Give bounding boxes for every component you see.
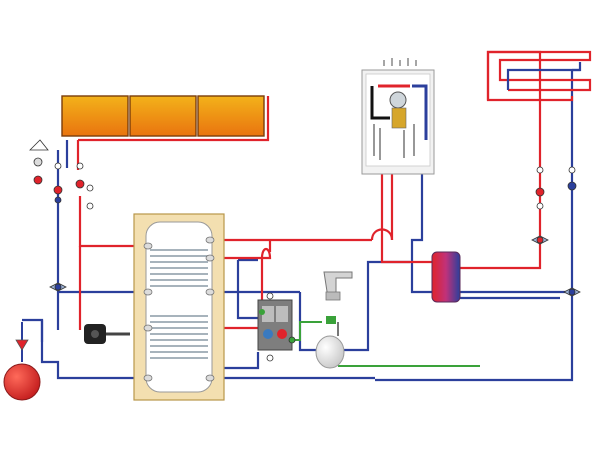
water-heater-icon — [431, 251, 461, 303]
solar-collector-icon — [197, 95, 265, 137]
pump-station-valves — [266, 292, 296, 362]
probe-icon — [84, 324, 130, 344]
expansion-vessel-icon — [3, 322, 41, 401]
drinking-water-pipes — [292, 321, 480, 367]
storage-tank-icon — [133, 213, 225, 401]
floor-heating-loop-icon — [486, 50, 592, 100]
mixing-valve-icon — [49, 282, 67, 292]
lower-heat-coil — [150, 315, 208, 359]
solar-control-group — [29, 139, 94, 210]
pump-station-icon — [257, 299, 293, 351]
expansion-vessel-icon — [315, 316, 345, 369]
mixing-valve-icon — [563, 287, 581, 297]
tank-ports — [143, 236, 215, 382]
solar-collector-icon — [61, 95, 129, 137]
floor-control-group — [535, 166, 577, 210]
solar-collector-array — [61, 95, 265, 137]
solar-collector-icon — [129, 95, 197, 137]
wall-boiler-icon — [361, 58, 435, 175]
upper-heat-coil — [150, 249, 208, 287]
tap-icon — [323, 271, 353, 301]
mixing-valve-icon — [531, 235, 549, 245]
